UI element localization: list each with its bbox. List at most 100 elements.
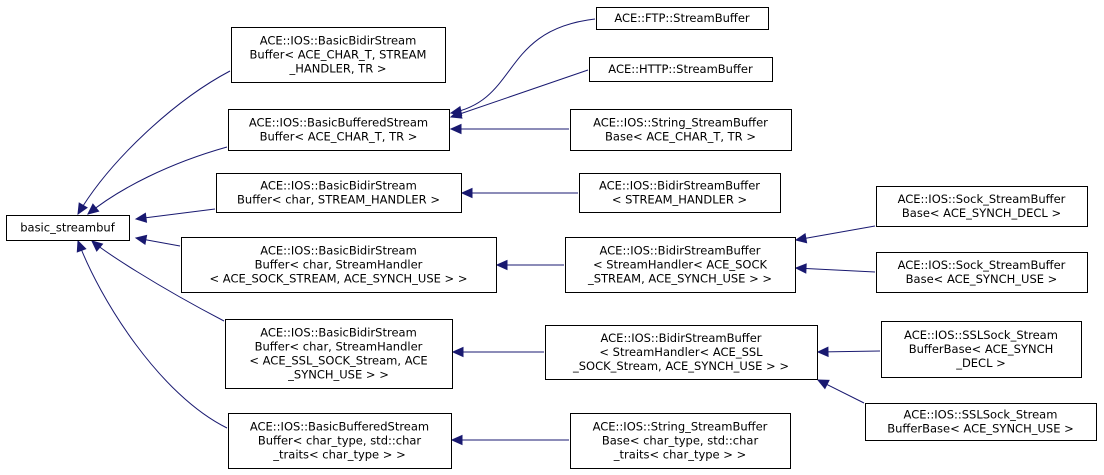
edges-layer xyxy=(76,18,881,446)
arrowhead-icon xyxy=(816,346,829,358)
class-label-line: ACE::IOS::String_StreamBuffer xyxy=(593,116,768,130)
edge-bidir_ssl-to-basic_streambuf xyxy=(91,240,225,322)
class-label-line: Buffer< char, StreamHandler xyxy=(255,258,423,272)
edge-bidir_sock-to-basic_streambuf xyxy=(134,234,181,247)
edge-sock_decl-to-bidirbuf_sock xyxy=(794,225,876,244)
class-label-line: ACE::IOS::BasicBufferedStream xyxy=(250,420,429,434)
class-label-line: Base< ACE_SYNCH_USE > xyxy=(906,272,1058,286)
arrowhead-icon xyxy=(134,234,148,246)
edge-line xyxy=(450,69,589,118)
arrowhead-icon xyxy=(451,346,464,358)
class-box[interactable] xyxy=(881,321,1082,378)
arrowhead-icon xyxy=(816,379,830,390)
edge-line xyxy=(87,146,228,215)
class-label-line: _traits< char_type > > xyxy=(613,448,746,462)
edge-bidirbuf_handler-to-bidir_char_handler xyxy=(460,187,578,199)
class-label-line: _STREAM, ACE_SYNCH_USE > > xyxy=(587,272,772,286)
edge-ssl_decl-to-bidirbuf_ssl xyxy=(816,346,881,358)
arrowhead-icon xyxy=(449,123,462,135)
class-label-line: ACE::IOS::Sock_StreamBuffer xyxy=(898,258,1066,272)
nodes-layer: basic_streambufACE::IOS::BasicBidirStrea… xyxy=(6,7,1097,469)
edge-buffered_char_t-to-basic_streambuf xyxy=(87,146,228,215)
arrowhead-icon xyxy=(91,240,104,252)
edge-ftp-to-buffered_char_t xyxy=(449,18,596,117)
class-box[interactable] xyxy=(216,173,462,213)
class-box[interactable] xyxy=(228,109,450,151)
class-label-line: _SOCK_Stream, ACE_SYNCH_USE > > xyxy=(572,359,789,373)
class-label-line: ACE::IOS::BasicBidirStream xyxy=(260,34,417,48)
class-node-bidirbuf-sock[interactable]: ACE::IOS::BidirStreamBuffer< StreamHandl… xyxy=(565,237,796,293)
class-node-ftp[interactable]: ACE::FTP::StreamBuffer xyxy=(596,7,769,30)
class-label-line: ACE::IOS::Sock_StreamBuffer xyxy=(898,192,1066,206)
edge-bidirbuf_ssl-to-bidir_ssl xyxy=(451,346,544,358)
class-label-line: < STREAM_HANDLER > xyxy=(612,193,747,207)
class-box[interactable] xyxy=(876,186,1088,227)
class-box[interactable] xyxy=(231,27,446,83)
edge-bidir_char_handler-to-basic_streambuf xyxy=(134,208,216,223)
class-node-basic-streambuf[interactable]: basic_streambuf xyxy=(6,215,130,241)
arrowhead-icon xyxy=(449,108,463,119)
class-label-line: Buffer< ACE_CHAR_T, STREAM xyxy=(250,48,427,62)
class-label-line: ACE::IOS::BidirStreamBuffer xyxy=(599,244,760,258)
edge-line xyxy=(77,70,231,215)
arrowhead-icon xyxy=(495,259,508,271)
class-box[interactable] xyxy=(876,252,1088,293)
edge-bidirbuf_sock-to-bidir_sock xyxy=(495,259,564,271)
class-box[interactable] xyxy=(545,325,818,380)
class-node-http[interactable]: ACE::HTTP::StreamBuffer xyxy=(589,57,773,82)
class-label-line: ACE::IOS::SSLSock_Stream xyxy=(904,328,1058,342)
class-node-bidirbuf-ssl[interactable]: ACE::IOS::BidirStreamBuffer< StreamHandl… xyxy=(545,325,818,380)
class-label-line: < StreamHandler< ACE_SSL xyxy=(599,345,763,359)
class-label-line: Base< char_type, std::char xyxy=(602,434,759,448)
class-label-line: Buffer< char, StreamHandler xyxy=(255,340,423,354)
edge-ssl_use-to-bidirbuf_ssl xyxy=(816,379,865,404)
class-label-line: _HANDLER, TR > xyxy=(288,62,386,76)
class-label-line: _DECL > xyxy=(955,356,1006,370)
class-label-line: < ACE_SSL_SOCK_Stream, ACE xyxy=(249,354,427,368)
class-label-line: ACE::IOS::String_StreamBuffer xyxy=(593,420,768,434)
arrowhead-icon xyxy=(450,434,463,446)
class-label-line: ACE::FTP::StreamBuffer xyxy=(614,11,750,25)
class-box[interactable] xyxy=(579,173,781,213)
arrowhead-icon xyxy=(77,202,88,216)
class-label-line: Buffer< ACE_CHAR_T, TR > xyxy=(260,130,418,144)
class-label-line: ACE::IOS::BidirStreamBuffer xyxy=(599,179,760,193)
class-label-line: Buffer< char_type, std::char xyxy=(258,434,422,448)
class-box[interactable] xyxy=(596,7,769,30)
class-box[interactable] xyxy=(570,109,792,151)
class-label-line: < StreamHandler< ACE_SOCK xyxy=(593,258,768,272)
class-box[interactable] xyxy=(228,413,452,469)
class-label-line: Base< ACE_SYNCH_DECL > xyxy=(902,206,1061,220)
class-box[interactable] xyxy=(865,403,1097,441)
edge-http-to-buffered_char_t xyxy=(449,69,589,119)
class-label-line: Buffer< char, STREAM_HANDLER > xyxy=(237,193,440,207)
arrowhead-icon xyxy=(87,203,100,215)
edge-line xyxy=(77,240,228,429)
class-label-line: ACE::HTTP::StreamBuffer xyxy=(608,62,753,76)
arrowhead-icon xyxy=(76,239,87,253)
class-box[interactable] xyxy=(565,237,796,293)
class-box[interactable] xyxy=(570,413,791,469)
class-box[interactable] xyxy=(225,319,453,389)
class-node-bidirbuf-handler[interactable]: ACE::IOS::BidirStreamBuffer< STREAM_HAND… xyxy=(579,173,781,213)
class-label-line: _traits< char_type > > xyxy=(272,448,405,462)
class-box[interactable] xyxy=(6,215,130,241)
arrowhead-icon xyxy=(794,232,808,244)
edge-line xyxy=(795,225,876,241)
arrowhead-icon xyxy=(460,187,473,199)
class-label-line: < ACE_SOCK_STREAM, ACE_SYNCH_USE > > xyxy=(210,272,468,286)
class-box[interactable] xyxy=(589,57,773,82)
class-box[interactable] xyxy=(181,237,497,293)
